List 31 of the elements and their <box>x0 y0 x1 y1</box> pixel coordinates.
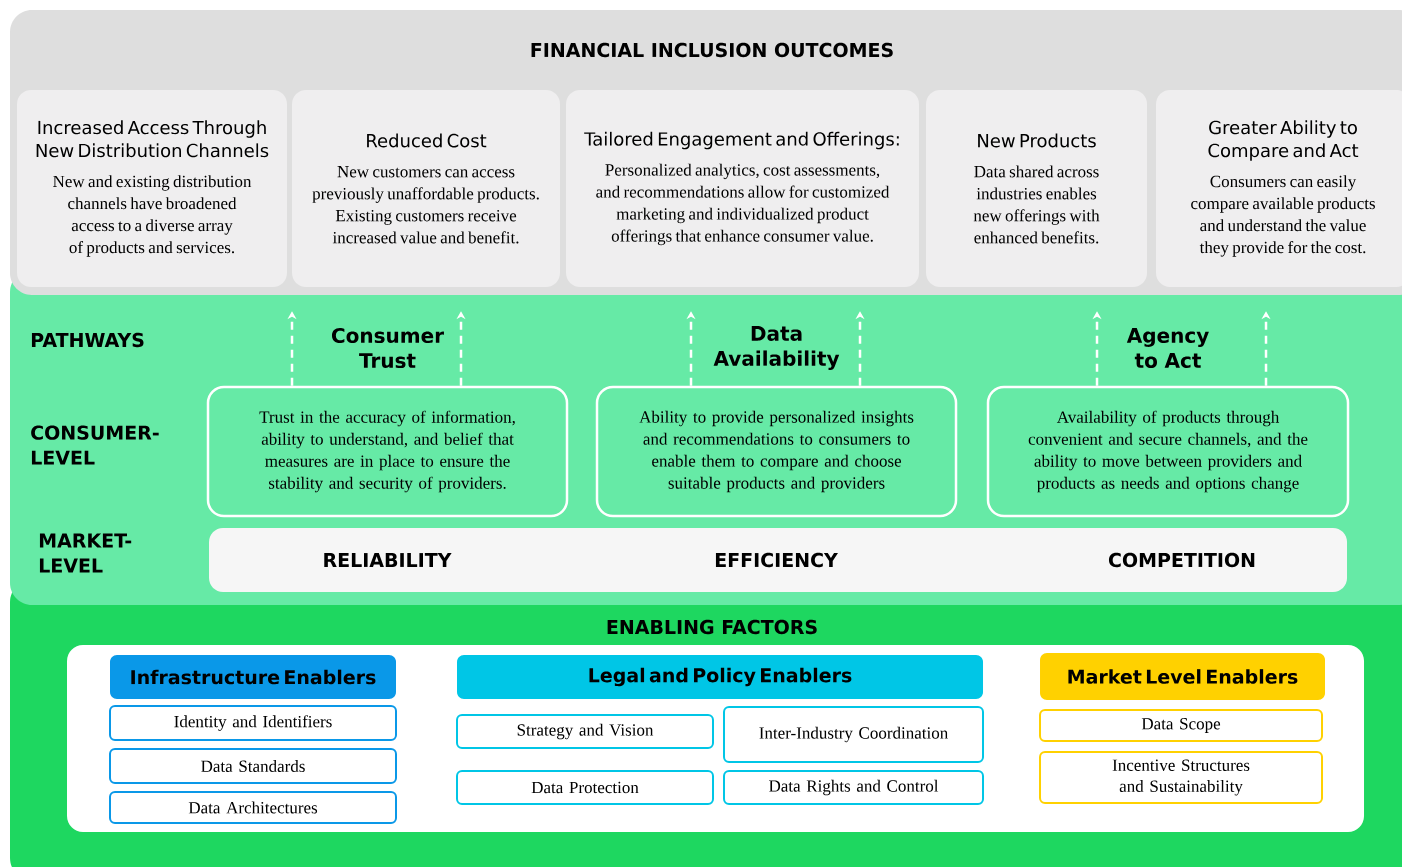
pathway-title: Agency to Act <box>1126 328 1209 368</box>
outcome-card: Increased Access Through New Distribution Channels New and existing distribution channels have broadened access to a diverse array of products and services. <box>17 90 287 287</box>
consumer-box: Availability of products through convenient and secure channels, and the ability to move between providers and products as needs and options change <box>986 385 1350 518</box>
pathway-title: Consumer Trust <box>332 327 444 369</box>
enabler-box: Strategy and Vision <box>456 714 714 749</box>
row-label: PATHWAYS <box>31 332 144 348</box>
market-label: COMPETITION <box>1108 552 1255 568</box>
outcome-card: New Products Data shared across industries enables new offerings with enhanced benefits. <box>926 90 1147 287</box>
enabler-box: Data Rights and Control <box>723 770 984 805</box>
row-label: CONSUMER-LEVEL <box>31 425 159 465</box>
panel-title: ENABLING FACTORS <box>607 619 817 635</box>
enabler-box: Identity and Identifiers <box>109 705 397 741</box>
outcome-card: Greater Ability to Compare and Act Consumers can easily compare available products and understand the value they provide for the cost. <box>1156 90 1402 287</box>
enabler-box: Data Protection <box>456 770 714 805</box>
outcome-card: Reduced Cost New customers can access previously unaffordable products. Existing customers receive increased value and benefit. <box>292 90 560 287</box>
enabler-box: Data Scope <box>1039 709 1323 742</box>
panel-title: FINANCIAL INCLUSION OUTCOMES <box>531 42 893 58</box>
pathway-title: Data Availability <box>713 326 840 370</box>
enabler-box: Data Standards <box>109 748 397 784</box>
consumer-box: Trust in the accuracy of information, ability to understand, and belief that measures are in place to ensure the stability and security of providers. <box>206 385 569 518</box>
category-header: Legal and Policy Enablers <box>457 655 983 699</box>
market-label: EFFICIENCY <box>715 552 838 568</box>
consumer-box: Ability to provide personalized insights and recommendations to consumers to enable them to compare and choose suitable products and providers <box>595 385 958 518</box>
row-label: MARKET-LEVEL <box>39 533 132 573</box>
enabler-box: Data Architectures <box>109 791 397 824</box>
market-label: RELIABILITY <box>324 553 452 567</box>
outcome-card: Tailored Engagement and Offerings: Personalized analytics, cost assessments, and recommendations allow for customized marketing and individualized product offerings that enhance consumer value. <box>566 90 919 287</box>
category-header: Market Level Enablers <box>1040 653 1325 700</box>
enabler-box: Inter-Industry Coordination <box>723 706 984 763</box>
category-header: Infrastructure Enablers <box>110 655 396 699</box>
enabler-box: Incentive Structures and Sustainability <box>1039 751 1323 804</box>
